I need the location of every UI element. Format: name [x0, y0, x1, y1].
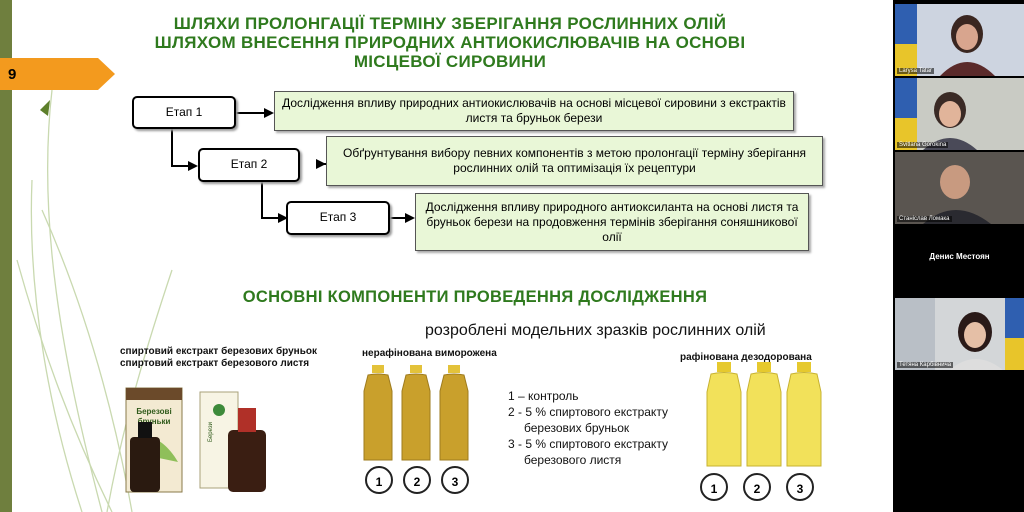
participant-tile[interactable]: Larysa Tatar [895, 4, 1024, 76]
sample-number-circle: 3 [441, 466, 469, 494]
stage-1-label: Етап 1 [132, 96, 236, 129]
stage-1-description: Дослідження впливу природних антиокислюв… [274, 91, 794, 131]
slide-left-stripe [0, 0, 12, 512]
package-text: Березові [136, 407, 171, 416]
extract-packages-image: Березові бруньки Берези [125, 387, 266, 493]
sample-number-circle: 1 [700, 473, 728, 501]
slide-title-line: ШЛЯХОМ ВНЕСЕННЯ ПРИРОДНИХ АНТИОКИСЛЮВАЧІ… [154, 33, 746, 52]
participant-name: Тетяна Карбівнича [897, 362, 954, 368]
stage-2-label: Етап 2 [198, 148, 300, 182]
package-text: бруньки [138, 417, 171, 426]
sample-number-circle: 3 [786, 473, 814, 501]
legend-line: 3 - 5 % спиртового екстракту [508, 437, 668, 451]
unrefined-oil-label: нерафінована виморожена [362, 348, 497, 359]
refined-oil-bottles-image [706, 362, 822, 467]
stage-3-label: Етап 3 [286, 201, 390, 235]
stage-3-description: Дослідження впливу природного антиоксила… [415, 193, 809, 251]
participant-tile[interactable]: Тетяна Карбівнича [895, 298, 1024, 370]
grass-leaf-icon [40, 100, 50, 116]
package-text: Берези [208, 422, 214, 442]
legend-line: 1 – контроль [508, 389, 579, 403]
extract-labels: спиртовий екстракт березових бруньок спи… [120, 346, 317, 370]
participant-tile[interactable]: Станіслав Ломака [895, 152, 1024, 224]
participant-video [895, 152, 1024, 224]
legend-line: березових бруньок [524, 421, 630, 435]
stage-2-description: Обґрунтування вибору певних компонентів … [326, 136, 823, 186]
participant-name-only[interactable]: Денис Местоян [929, 252, 990, 261]
participant-name: Станіслав Ломака [897, 216, 952, 222]
participant-name: Larysa Tatar [897, 68, 934, 74]
page-number: 9 [8, 66, 17, 83]
legend-line: березового листя [524, 453, 622, 467]
participant-video [895, 298, 1024, 370]
sample-number-circle: 1 [365, 466, 393, 494]
participant-video [895, 4, 1024, 76]
participant-name: Svitlana Gorokina [897, 142, 949, 148]
section-title: ОСНОВНІ КОМПОНЕНТИ ПРОВЕДЕННЯ ДОСЛІДЖЕНН… [242, 288, 708, 306]
unrefined-oil-bottles-image [363, 365, 469, 461]
participant-video [895, 78, 1024, 150]
slide-title-line: МІСЦЕВОЇ СИРОВИНИ [353, 52, 547, 71]
samples-title: розроблені модельних зразків рослинних о… [425, 322, 766, 339]
sample-number-circle: 2 [743, 473, 771, 501]
slide-title-line: ШЛЯХИ ПРОЛОНГАЦІЇ ТЕРМІНУ ЗБЕРІГАННЯ РОС… [173, 14, 727, 33]
participant-tile[interactable]: Svitlana Gorokina [895, 78, 1024, 150]
slide-title: ШЛЯХИ ПРОЛОНГАЦІЇ ТЕРМІНУ ЗБЕРІГАННЯ РОС… [115, 14, 785, 71]
legend-line: 2 - 5 % спиртового екстракту [508, 405, 668, 419]
sample-number-circle: 2 [403, 466, 431, 494]
presentation-slide: 9 ШЛЯХИ ПРОЛОНГАЦІЇ ТЕРМІНУ ЗБЕРІГАННЯ Р… [0, 0, 893, 512]
extract-label: спиртовий екстракт березового листя [120, 358, 310, 369]
refined-oil-label: рафінована дезодорована [680, 352, 812, 363]
samples-legend: 1 – контроль 2 - 5 % спиртового екстракт… [508, 388, 668, 468]
page-number-tab [0, 58, 115, 90]
extract-label: спиртовий екстракт березових бруньок [120, 346, 317, 357]
